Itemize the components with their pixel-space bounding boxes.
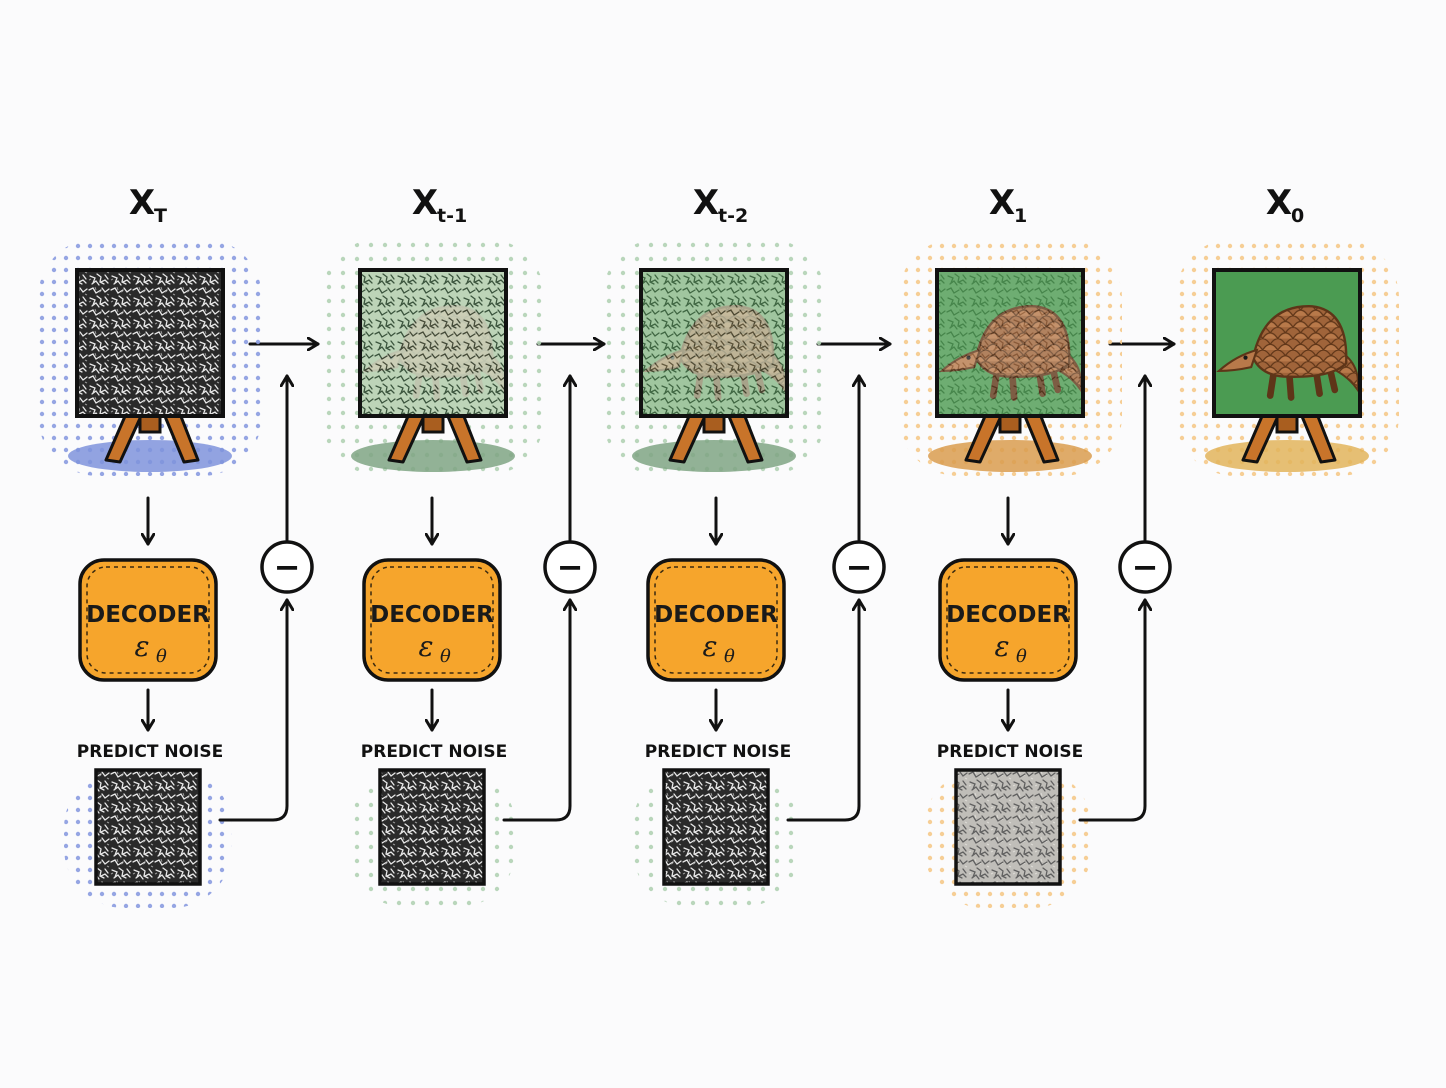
noise-square-icon [954,768,1062,886]
minus-symbol: − [557,548,584,586]
state-subscript: 1 [1014,205,1027,227]
minus-circle-icon: − [832,540,886,594]
easel-icon [668,412,764,464]
decoder-theta: θ [156,646,167,667]
noise-square-icon [378,768,486,886]
pangolin-icon [1216,305,1359,401]
decoder-epsilon: ε [702,630,717,663]
noise-texture [77,270,223,416]
canvas [935,268,1085,418]
easel-shadow [928,440,1092,472]
noise-texture [360,270,506,416]
state-0: XT [38,183,262,476]
decoder-title: DECODER [86,602,210,628]
decoder-epsilon: ε [418,630,433,663]
easel-icon [964,412,1060,464]
canvas [358,268,508,418]
arrow-noise-to-minus [502,598,570,822]
arrow-noise-to-minus [218,598,287,822]
minus-circle-icon: − [543,540,597,594]
easel-icon [1241,412,1337,464]
canvas-frame [75,268,225,418]
decoder-title: DECODER [654,602,778,628]
decoder-theta: θ [1016,646,1027,667]
noise-square-icon [94,768,202,886]
canvas [639,268,789,418]
noise-square-icon [662,768,770,886]
decoder-theta: θ [724,646,735,667]
easel-icon [104,412,200,464]
decoder-epsilon: ε [994,630,1009,663]
predict-noise-label: PREDICT NOISE [77,742,223,762]
canvas-frame [358,268,508,418]
state-subscript: T [154,205,167,227]
canvas-frame [1212,268,1362,418]
state-subscript: t-1 [437,205,467,227]
minus-circle-icon: − [1118,540,1172,594]
decoder-theta: θ [440,646,451,667]
state-label: X [412,183,438,223]
state-label: X [989,183,1015,223]
easel-shadow [68,440,232,472]
minus-symbol: − [1132,548,1159,586]
minus-circle-icon: − [260,540,314,594]
state-3: X1 [898,183,1122,476]
easel-shadow [1205,440,1369,472]
minus-symbol: − [274,548,301,586]
predict-noise-label: PREDICT NOISE [937,742,1083,762]
state-subscript: 0 [1291,205,1304,227]
state-label: X [693,183,719,223]
canvas [75,268,225,418]
state-subscript: t-2 [718,205,748,227]
decoder-epsilon: ε [134,630,149,663]
state-1: Xt-1 [321,183,545,476]
arrow-noise-to-minus [786,598,859,822]
state-label: X [129,183,155,223]
decoder-title: DECODER [946,602,1070,628]
state-2: Xt-2 [602,183,826,476]
easel-shadow [632,440,796,472]
noise-texture [641,270,787,416]
easel-shadow [351,440,515,472]
predict-noise-label: PREDICT NOISE [361,742,507,762]
arrow-noise-to-minus [1078,598,1145,822]
predict-noise-label: PREDICT NOISE [645,742,791,762]
minus-symbol: − [846,548,873,586]
easel-icon [387,412,483,464]
decoder-title: DECODER [370,602,494,628]
state-4: X0 [1175,183,1399,476]
state-label: X [1266,183,1292,223]
noise-texture [937,270,1083,416]
canvas-frame [639,268,789,418]
canvas-frame [935,268,1085,418]
canvas [1212,268,1362,418]
